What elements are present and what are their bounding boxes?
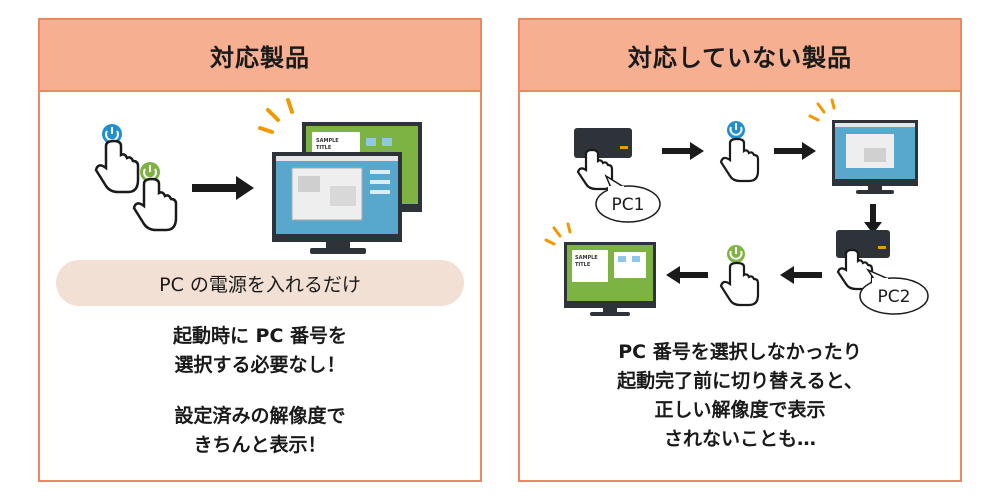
unsupported-products-title: 対応していない製品 bbox=[520, 20, 960, 92]
right-arrow-icon bbox=[192, 176, 254, 200]
power-on-pill: PC の電源を入れるだけ bbox=[56, 260, 464, 306]
pc1-device-icon bbox=[574, 128, 632, 191]
pc2-device-icon bbox=[836, 230, 890, 291]
right-line-2: 起動完了前に切り替えると、 bbox=[617, 370, 863, 392]
left-line-1: 起動時に PC 番号を bbox=[172, 325, 348, 347]
svg-text:PC2: PC2 bbox=[878, 287, 911, 307]
svg-text:SAMPLE: SAMPLE bbox=[575, 255, 598, 261]
svg-text:SAMPLE: SAMPLE bbox=[316, 138, 339, 144]
down-arrow-icon bbox=[864, 204, 882, 234]
svg-text:PC1: PC1 bbox=[612, 195, 645, 215]
left-description: 起動時に PC 番号を 選択する必要なし！ 設定済みの解像度で きちんと表示！ bbox=[40, 322, 480, 460]
pc2-speech-bubble: PC2 bbox=[859, 268, 929, 315]
svg-text:TITLE: TITLE bbox=[575, 262, 591, 268]
right-line-1: PC 番号を選択しなかったり bbox=[618, 341, 862, 363]
left-line-4: きちんと表示！ bbox=[193, 434, 327, 456]
hand-blue-power-icon-2 bbox=[719, 121, 760, 183]
supported-products-title: 対応製品 bbox=[40, 20, 480, 92]
right-description: PC 番号を選択しなかったり 起動完了前に切り替えると、 正しい解像度で表示 さ… bbox=[520, 338, 960, 454]
hand-blue-power-icon bbox=[94, 124, 140, 194]
supported-products-panel: 対応製品 SAM bbox=[38, 18, 482, 482]
pc1-speech-bubble: PC1 bbox=[595, 174, 661, 223]
unsupported-products-panel: 対応していない製品 PC1 bbox=[518, 18, 962, 482]
highlight-rays-icon-3 bbox=[544, 222, 572, 246]
hand-green-power-icon bbox=[132, 162, 178, 232]
front-monitor-icon bbox=[272, 152, 402, 254]
highlight-rays-icon-2 bbox=[808, 98, 836, 122]
svg-text:TITLE: TITLE bbox=[316, 145, 332, 151]
hand-green-power-icon-2 bbox=[719, 245, 760, 307]
right-illustration: PC1 bbox=[544, 98, 929, 316]
monitor-pc1-icon bbox=[832, 120, 918, 194]
left-line-3: 設定済みの解像度で bbox=[174, 405, 346, 427]
highlight-rays-icon bbox=[258, 98, 294, 134]
arrow-2-icon bbox=[774, 142, 816, 160]
monitor-pc2-icon: SAMPLE TITLE bbox=[564, 242, 656, 316]
arrow-1-icon bbox=[662, 142, 704, 160]
left-illustration: SAMPLE TITLE bbox=[94, 98, 422, 254]
left-arrow-icon-2 bbox=[666, 266, 708, 284]
right-line-4: されないことも… bbox=[663, 428, 816, 450]
left-arrow-icon-1 bbox=[780, 266, 822, 284]
left-line-2: 選択する必要なし！ bbox=[174, 354, 346, 376]
right-line-3: 正しい解像度で表示 bbox=[654, 399, 826, 421]
